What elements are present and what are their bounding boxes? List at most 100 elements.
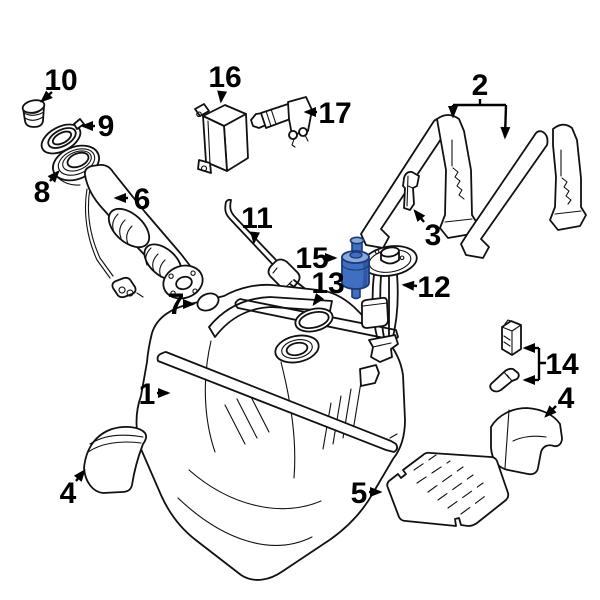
callout-3-label: 3 [425,219,442,252]
tank-side-tab [359,364,380,387]
plate-ribs [413,454,489,515]
o-ring-inner [298,310,330,330]
module-mount-tabs [194,103,212,174]
leader-2-bracket [453,99,506,107]
tank-ribs-left [224,392,270,445]
breather-line [84,187,114,279]
part-2-fuel-tank-straps [360,114,587,259]
part-7-seal-ring [196,292,220,312]
callout-labels: 1 2 3 4 4 5 6 7 8 9 10 11 12 13 14 15 16… [34,61,579,510]
filter-body-shade [362,258,368,288]
callout-13-label: 13 [311,267,344,300]
tank-top-ridge [208,296,333,338]
leader-13-arrow [312,293,324,306]
leader-11-arrow [250,231,260,245]
tube-lines [224,198,298,286]
retainer-detail [503,371,513,382]
callout-11-label: 11 [241,202,273,235]
bracket-body [402,170,420,211]
cap-top [21,99,46,114]
pump-bolts [374,249,405,261]
pump-connector-detail [362,302,388,307]
part-10-filler-cap [21,99,46,128]
cap-ribs [23,111,45,121]
sensor-ears [288,127,308,140]
part-4-heat-shield-right [490,407,563,476]
callout-17-label: 17 [318,97,351,130]
strap-right-leg [549,123,587,231]
tank-cross-rod [156,351,399,453]
sensor-ridges [265,108,277,127]
cushion-detail [501,319,522,356]
pipe-bellows-1 [107,207,151,249]
callout-5-label: 5 [351,477,368,510]
part-14-cushion-retainer [489,319,522,393]
callout-15-label: 15 [295,242,328,275]
gasket-hole [51,130,73,146]
filter-ridge [341,263,370,271]
shield-right-creases [504,409,547,469]
callout-4-left-label: 4 [60,477,77,510]
strap-left-leg [436,114,478,239]
leader-10-arrow [40,90,53,103]
pump-foot [368,334,399,363]
boot-ridge-1 [57,148,96,176]
flange-bolt-holes [168,270,198,296]
tank-opening-inner [285,341,309,357]
callout-10-label: 10 [44,64,77,97]
part-16-control-module [194,103,249,174]
part-1-fuel-tank [135,283,406,581]
strap-right-arm [460,130,549,259]
leader-2-arrow-right [500,104,511,140]
leader-8-arrow [47,170,60,183]
pipe-flange-opening [175,275,193,291]
module-detail [196,111,211,172]
filter-stem-cap [349,236,365,245]
callout-14-label: 14 [545,348,579,381]
plate-body [386,451,510,527]
filter-stem-base [349,251,363,259]
gasket-tab [73,118,85,130]
strap-left-detail [444,139,473,223]
part-3-strap-bracket [402,170,420,211]
part-9-filler-gasket [40,118,85,155]
callout-2-label: 2 [472,69,489,102]
pump-foot-detail [372,342,392,348]
part-15-fuel-filter-highlighted [341,236,370,300]
sensor-bracket [287,96,313,136]
callout-9-label: 9 [98,110,115,143]
tank-opening-mid [281,339,313,359]
part-6-filler-pipe [83,163,204,300]
part-17-sensor-valve [250,96,313,148]
leader-16-arrow [217,90,228,104]
retainer-clip [489,367,520,393]
callout-1-label: 1 [139,378,156,411]
callout-leaders [40,90,557,497]
leader-4-right-arrow [544,405,557,418]
filter-bottom-nipple [351,288,361,300]
callout-6-label: 6 [134,183,151,216]
leader-12-arrow [401,280,418,291]
pipe-ridges [112,213,166,278]
boot-opening [66,151,90,169]
part-13-o-ring [294,307,334,333]
breather-fitting-detail [118,286,144,298]
shield-left-creases [87,434,144,453]
boot-ridge-2 [62,150,92,172]
callout-4-right-label: 4 [558,382,575,415]
shield-left-body [83,426,147,494]
strap-right-detail [554,149,582,215]
callout-12-label: 12 [417,271,450,304]
leader-4-left-arrow [73,469,86,482]
sensor-legs [291,134,309,148]
callout-7-label: 7 [168,288,185,321]
callout-8-label: 8 [34,176,51,209]
pump-connector [360,296,389,329]
leader-14-bracket [537,348,546,380]
leader-3-arrow [413,209,426,223]
rod-end-detail [389,433,398,439]
pump-cap-top [380,246,400,258]
callout-16-label: 16 [208,61,241,94]
